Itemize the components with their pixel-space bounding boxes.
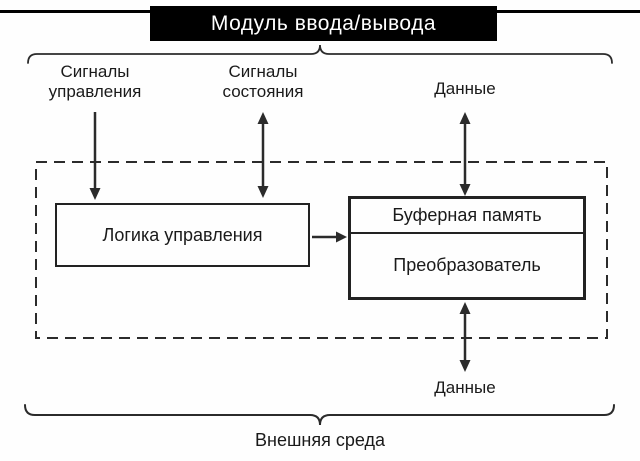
logic-to-buffer-arrow bbox=[312, 231, 347, 243]
title-rule-left bbox=[0, 10, 152, 13]
status-signals-arrow bbox=[257, 112, 269, 198]
data-top-arrow bbox=[459, 112, 471, 196]
module-brace bbox=[27, 44, 613, 64]
label-environment: Внешняя среда bbox=[255, 430, 385, 450]
title-bar: Модуль ввода/вывода bbox=[150, 6, 497, 41]
title-rule-right bbox=[496, 10, 640, 13]
label-data-top: Данные bbox=[434, 79, 496, 98]
converter-cell: Преобразователь bbox=[351, 234, 583, 297]
control-signals-arrow bbox=[89, 112, 101, 200]
label-data-bottom: Данные bbox=[434, 378, 496, 397]
diagram-title: Модуль ввода/вывода bbox=[210, 11, 437, 35]
data-bottom-arrow bbox=[459, 302, 471, 372]
buffer-memory-cell: Буферная память bbox=[351, 199, 583, 234]
environment-brace bbox=[24, 404, 615, 426]
logic-block: Логика управления bbox=[55, 203, 310, 267]
buffer-memory-label: Буферная память bbox=[392, 205, 542, 225]
buffer-converter-block: Буферная память Преобразователь bbox=[348, 196, 586, 300]
label-status-signals: Сигналы состояния bbox=[222, 62, 304, 102]
converter-label: Преобразователь bbox=[393, 255, 541, 275]
logic-block-label: Логика управления bbox=[102, 224, 263, 245]
label-control-signals: Сигналы управления bbox=[48, 62, 142, 102]
